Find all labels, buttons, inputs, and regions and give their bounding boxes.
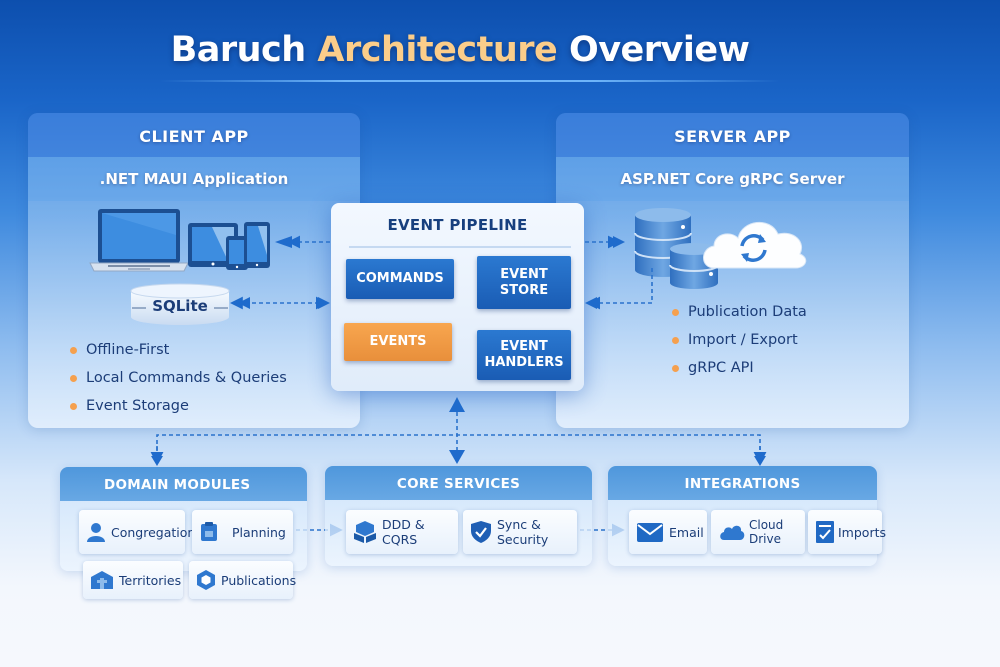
bullet-dot (70, 402, 77, 410)
sqlite-database: SQLite (130, 283, 230, 327)
module-label: Publications (221, 572, 297, 588)
person-icon (87, 523, 105, 542)
integration-label: Cloud Drive (749, 518, 784, 546)
service-sync-security[interactable]: Sync & Security (463, 510, 577, 554)
database-cylinder-icon (130, 283, 230, 325)
bullet-dot (70, 374, 77, 382)
page-title: Baruch Architecture Overview (0, 30, 920, 70)
sqlite-label: SQLite (152, 297, 208, 315)
server-app-title: SERVER APP (556, 113, 909, 157)
event-pipeline-title: EVENT PIPELINE (387, 216, 528, 234)
bus-line (156, 434, 761, 458)
client-feature: Offline-First (70, 336, 287, 364)
domain-modules-title: DOMAIN MODULES (60, 467, 307, 501)
title-word-3: Overview (568, 30, 750, 70)
server-feature: gRPC API (672, 354, 807, 382)
module-label: Territories (119, 572, 182, 588)
commands-box: COMMANDS (346, 259, 454, 299)
planner-icon (201, 522, 217, 541)
devices-icon (89, 209, 270, 272)
client-feature-list: Offline-First Local Commands & Queries E… (70, 336, 287, 420)
bullet-dot (672, 308, 679, 316)
territory-map-icon (91, 571, 113, 589)
checklist-icon (816, 521, 834, 543)
client-feature: Event Storage (70, 392, 287, 420)
envelope-icon (637, 522, 663, 542)
title-word-accent: Architecture (317, 30, 558, 70)
client-app-title: CLIENT APP (28, 113, 360, 157)
integration-email[interactable]: Email (629, 510, 707, 554)
client-app-panel: CLIENT APP .NET MAUI Application (28, 113, 360, 428)
event-handlers-box: EVENT HANDLERS (477, 330, 571, 380)
server-feature-list: Publication Data Import / Export gRPC AP… (672, 298, 807, 382)
shield-check-icon (471, 521, 491, 543)
event-pipeline-panel: EVENT PIPELINE COMMANDS EVENT STORE EVEN… (331, 203, 584, 391)
bullet-dot (672, 364, 679, 372)
core-services-title: CORE SERVICES (325, 466, 592, 500)
cloud-sync-icon (703, 221, 807, 269)
integration-label: Email (669, 524, 704, 540)
title-word-1: Baruch (170, 30, 307, 70)
server-feature: Import / Export (672, 326, 807, 354)
title-divider (160, 80, 780, 82)
client-app-subtitle: .NET MAUI Application (28, 157, 360, 201)
integrations-title: INTEGRATIONS (608, 466, 877, 500)
event-store-box: EVENT STORE (477, 256, 571, 309)
pipeline-divider (349, 246, 571, 248)
server-feature: Publication Data (672, 298, 807, 326)
server-app-subtitle: ASP.NET Core gRPC Server (556, 157, 909, 201)
bullet-dot (70, 346, 77, 354)
events-box: EVENTS (344, 323, 452, 361)
cloud-icon (720, 525, 745, 540)
module-planning[interactable]: Planning (192, 510, 293, 554)
service-label: DDD & CQRS (382, 517, 425, 547)
cubes-icon (354, 521, 376, 543)
module-territories[interactable]: Territories (83, 561, 183, 599)
bullet-dot (672, 336, 679, 344)
service-ddd-cqrs[interactable]: DDD & CQRS (346, 510, 458, 554)
integration-cloud-drive[interactable]: Cloud Drive (711, 510, 805, 554)
integration-label: Imports (838, 524, 886, 540)
service-label: Sync & Security (497, 517, 549, 547)
module-label: Planning (232, 524, 286, 540)
hexagon-icon (197, 570, 215, 590)
module-congregation[interactable]: Congregation (79, 510, 195, 554)
module-label: Congregation (111, 524, 196, 540)
client-feature: Local Commands & Queries (70, 364, 287, 392)
module-publications[interactable]: Publications (189, 561, 297, 599)
integration-imports[interactable]: Imports (808, 510, 886, 554)
